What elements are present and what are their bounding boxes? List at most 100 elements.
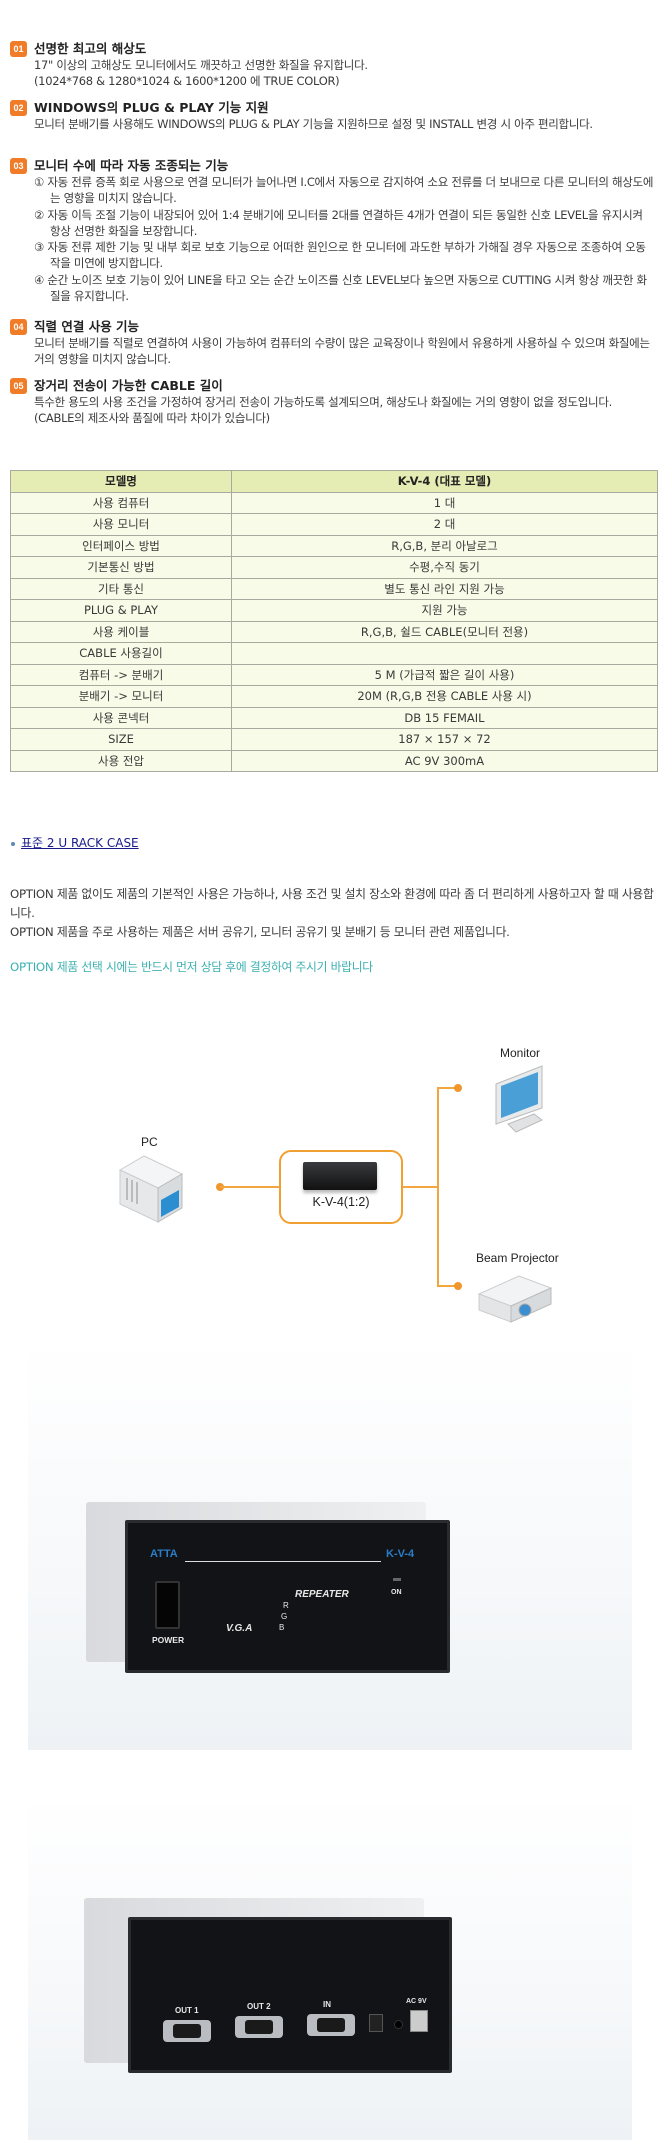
ac-label: AC 9V [406,1998,427,2005]
feature-text: (1024*768 & 1280*1024 & 1600*1200 에 TRUE… [34,74,340,89]
device-label: K-V-4(1:2) [312,1195,370,1209]
projector-label: Beam Projector [476,1251,559,1265]
feature-title: 장거리 전송이 가능한 CABLE 길이 [34,378,223,393]
feature-text: ② 자동 이득 조절 기능이 내장되어 있어 1:4 분배기에 모니터를 2대를… [34,207,643,238]
pc-label: PC [141,1135,158,1149]
front-panel: ATTA K-V-4 POWER REPEATER V.G.A R G B ON [125,1520,450,1673]
feature-badge: 02 [10,100,27,116]
feature-badge: 04 [10,319,27,335]
spec-value: 별도 통신 라인 지원 가능 [231,577,658,600]
rgb-b: B [279,1623,285,1632]
monitor-icon [495,1065,543,1133]
connector-line [437,1087,457,1089]
spec-label: 기타 통신 [10,577,232,600]
spec-value: 지원 가능 [231,599,658,622]
device-box: K-V-4(1:2) [279,1150,403,1224]
spec-label: 사용 전압 [10,749,232,772]
spec-label: 사용 케이블 [10,620,232,643]
model-label: K-V-4 [386,1548,415,1560]
feature-04: 04 직렬 연결 사용 기능 모니터 분배기를 직렬로 연결하여 사용이 가능하… [10,318,655,368]
out2-label: OUT 2 [247,2002,271,2011]
feature-title: 모니터 수에 따라 자동 조종되는 기능 [34,158,229,173]
spec-value: AC 9V 300mA [231,749,658,772]
vga-label: V.G.A [226,1623,253,1634]
reset-hole [394,2020,403,2029]
brand-label: ATTA [150,1548,178,1560]
on-label: ON [391,1589,402,1596]
feature-text: 17" 이상의 고해상도 모니터에서도 깨끗하고 선명한 화질을 유지합니다. [34,58,368,72]
out1-port [163,2020,211,2042]
header-cell: 모델명 [10,470,232,493]
feature-title: 선명한 최고의 해상도 [34,41,147,56]
spec-label: CABLE 사용길이 [10,642,232,665]
monitor-label: Monitor [500,1046,541,1060]
spec-label: 사용 컴퓨터 [10,491,232,514]
rack-case-link[interactable]: 표준 2 U RACK CASE [21,836,139,850]
feature-badge: 03 [10,158,27,174]
back-panel: OUT 1 OUT 2 IN AC 9V [128,1917,452,2073]
spec-label: 사용 모니터 [10,513,232,536]
spec-value: 1 대 [231,491,658,514]
spec-label: 인터페이스 방법 [10,534,232,557]
spec-label: PLUG & PLAY [10,599,232,622]
feature-title: 직렬 연결 사용 기능 [34,319,140,334]
spec-value: 2 대 [231,513,658,536]
back-product-photo: OUT 1 OUT 2 IN AC 9V [28,1795,632,2140]
power-switch[interactable] [155,1581,180,1629]
connector-line [437,1285,457,1287]
connector-line [437,1088,439,1287]
rgb-g: G [281,1612,288,1621]
spec-value: 수평,수직 동기 [231,556,658,579]
divider-line [185,1561,381,1562]
feature-05: 05 장거리 전송이 가능한 CABLE 길이 특수한 용도의 사용 조건을 가… [10,377,655,427]
connector-dot [454,1084,462,1092]
dip-switch [369,2014,383,2032]
feature-02: 02 WINDOWS의 PLUG & PLAY 기능 지원 모니터 분배기를 사… [10,99,655,132]
spec-label: 사용 콘넥터 [10,706,232,729]
spec-value: 5 M (가급적 짧은 길이 사용) [231,663,658,686]
table-row: CABLE 사용길이 [10,642,658,665]
spec-value [231,642,658,665]
in-label: IN [323,2000,331,2009]
front-product-photo: ATTA K-V-4 POWER REPEATER V.G.A R G B ON [28,1340,632,1750]
feature-badge: 01 [10,41,27,57]
feature-text: 모니터 분배기를 사용해도 WINDOWS의 PLUG & PLAY 기능을 지… [34,117,593,131]
feature-title: WINDOWS의 PLUG & PLAY 기능 지원 [34,100,269,115]
in-port [307,2014,355,2036]
feature-03: 03 모니터 수에 따라 자동 조종되는 기능 ① 자동 전류 증폭 회로 사용… [10,157,655,304]
feature-text: 특수한 용도의 사용 조건을 가정하여 장거리 전송이 가능하도록 설계되으며,… [34,395,612,426]
feature-01: 01 선명한 최고의 해상도 17" 이상의 고해상도 모니터에서도 깨끗하고 … [10,40,655,90]
projector-icon [477,1275,553,1323]
connector-dot [454,1282,462,1290]
out2-port [235,2016,283,2038]
connector-line [220,1186,280,1188]
spec-value: R,G,B, 분리 아날로그 [231,534,658,557]
spec-label: 컴퓨터 -> 분배기 [10,663,232,686]
feature-badge: 05 [10,378,27,394]
power-led [393,1578,401,1581]
spec-value: R,G,B, 쉴드 CABLE(모니터 전용) [231,620,658,643]
option-description: OPTION 제품 없이도 제품의 기본적인 사용은 가능하나, 사용 조건 및… [10,887,654,920]
spec-value: 187 × 157 × 72 [231,728,658,751]
pc-icon [118,1155,184,1223]
feature-text: ① 자동 전류 증폭 회로 사용으로 연결 모니터가 늘어나면 I.C에서 자동… [34,175,654,206]
bullet-icon [11,841,15,846]
power-label: POWER [152,1635,185,1645]
repeater-label: REPEATER [295,1589,349,1600]
connector-line [402,1186,438,1188]
option-usage: OPTION 제품을 주로 사용하는 제품은 서버 공유기, 모니터 공유기 및… [10,925,510,939]
spec-value: DB 15 FEMAIL [231,706,658,729]
spec-label: 기본통신 방법 [10,556,232,579]
feature-text: ④ 순간 노이즈 보호 기능이 있어 LINE을 타고 오는 순간 노이즈를 신… [34,272,647,304]
